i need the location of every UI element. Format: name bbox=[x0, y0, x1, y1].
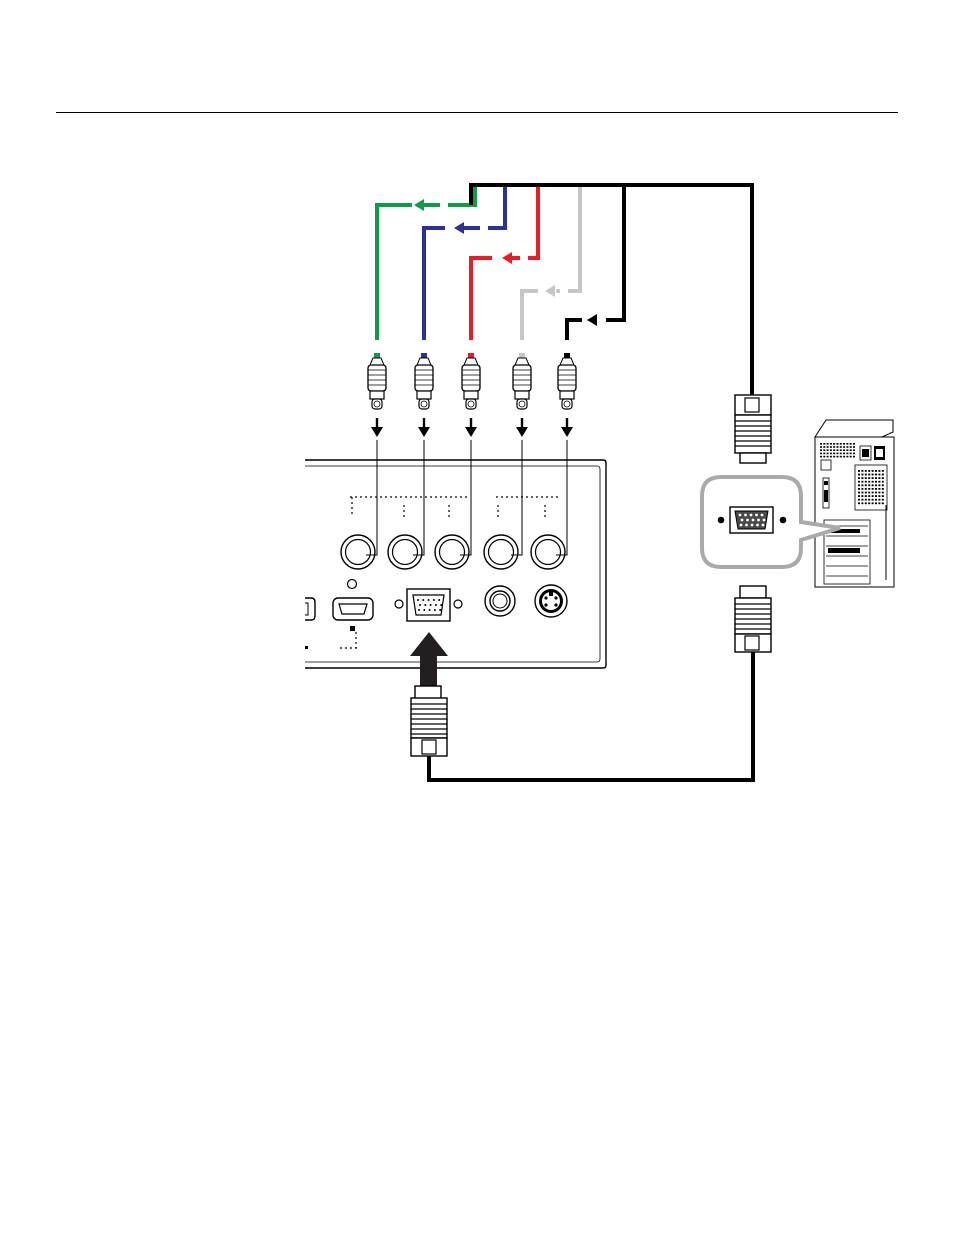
bnc-plug-b bbox=[415, 353, 433, 409]
dvi-port[interactable] bbox=[305, 598, 315, 649]
computer-tower bbox=[815, 420, 894, 587]
down-arrow-3 bbox=[465, 418, 477, 437]
bnc-plug-v bbox=[558, 353, 576, 409]
down-arrow-2 bbox=[418, 418, 430, 437]
bnc-h-socket[interactable] bbox=[484, 535, 518, 569]
bnc-b-socket[interactable] bbox=[388, 535, 422, 569]
down-arrow-1 bbox=[371, 418, 383, 437]
bnc-plug-g bbox=[368, 353, 386, 409]
cable-black-v bbox=[567, 186, 624, 340]
main-cable-top bbox=[471, 185, 752, 395]
cable-gray bbox=[522, 186, 580, 340]
vga-plug-bottom bbox=[411, 686, 447, 756]
down-arrows bbox=[371, 418, 573, 437]
bnc-r-socket[interactable] bbox=[435, 535, 469, 569]
down-arrow-5 bbox=[561, 418, 573, 437]
down-arrow-4 bbox=[516, 418, 528, 437]
vga-plug-right-top bbox=[735, 395, 771, 463]
main-cable-bottom bbox=[429, 652, 753, 780]
bnc-v-socket[interactable] bbox=[531, 535, 565, 569]
bnc-g-socket[interactable] bbox=[341, 535, 375, 569]
bnc-plug-r bbox=[462, 353, 480, 409]
connector-panel bbox=[305, 460, 606, 668]
bnc-plug-h bbox=[513, 353, 531, 409]
vga-insert-arrow bbox=[410, 632, 448, 688]
bnc-plugs bbox=[368, 353, 576, 409]
cable-blue bbox=[424, 186, 505, 340]
vga-plug-right-bottom bbox=[735, 586, 771, 652]
hdmi-port[interactable] bbox=[333, 580, 373, 632]
composite-port[interactable] bbox=[485, 586, 515, 616]
vga-port[interactable] bbox=[395, 589, 462, 621]
s-video-port[interactable] bbox=[535, 585, 567, 617]
